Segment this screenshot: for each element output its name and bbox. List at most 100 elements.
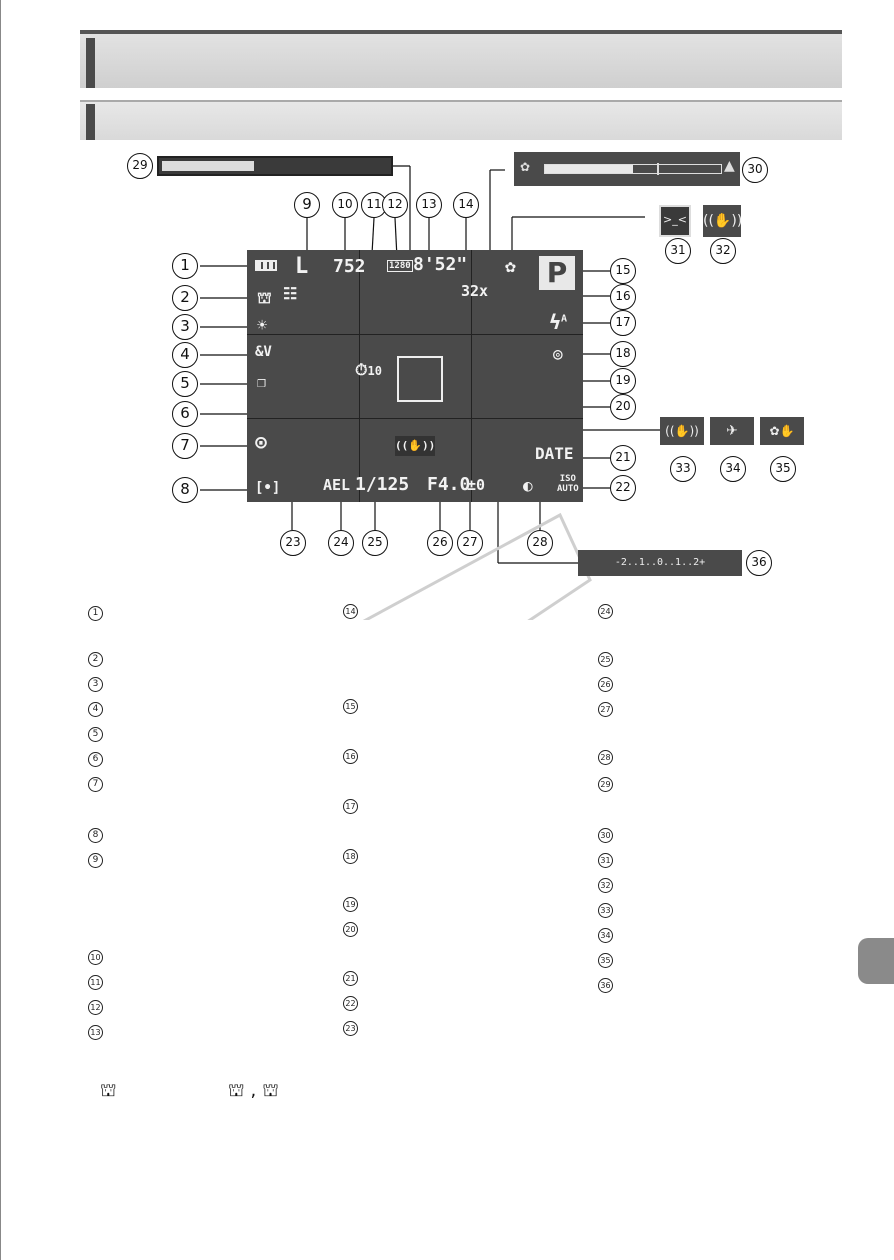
callout-30: 30 <box>742 157 768 183</box>
my-colors-icon: &V <box>255 344 272 360</box>
callout-35: 35 <box>770 456 796 482</box>
legend-label: 30 <box>598 828 613 843</box>
legend-label: 29 <box>598 777 613 792</box>
callout-16: 16 <box>610 284 636 310</box>
legend-label: 4 <box>88 702 103 717</box>
callout-21: 21 <box>610 445 636 471</box>
focus-range-bar: ✿ ▲ <box>514 152 740 186</box>
camera-shake-icon: ⊙ <box>255 430 268 454</box>
callout-13: 13 <box>416 192 442 218</box>
face-detect-blink-icon: >_< <box>659 205 691 237</box>
callout-34: 34 <box>720 456 746 482</box>
callout-18: 18 <box>610 341 636 367</box>
chapter-header-bar <box>80 30 842 88</box>
drive-mode-icon: ❐ <box>257 373 267 391</box>
callout-26: 26 <box>427 530 453 556</box>
callout-2: 2 <box>172 285 198 311</box>
digital-zoom-label: 32x <box>461 282 489 300</box>
i-contrast-icon: ◐ <box>523 476 533 495</box>
section-tab-marker <box>86 104 95 140</box>
callout-31: 31 <box>665 238 691 264</box>
legend-label: 25 <box>598 652 613 667</box>
is-mode-macro-icon: ✿✋ <box>760 417 804 445</box>
legend-label: 9 <box>88 853 103 868</box>
legend-label: 33 <box>598 903 613 918</box>
shots-remaining: 752 <box>333 256 366 277</box>
callout-9: 9 <box>294 192 320 218</box>
legend-label: 35 <box>598 953 613 968</box>
white-balance-sun-icon: ☀ <box>257 316 268 336</box>
legend-label: 15 <box>343 699 358 714</box>
callout-17: 17 <box>610 310 636 336</box>
macro-flower-icon: ✿ <box>505 256 516 277</box>
exposure-level-scale: -2..1..0..1..2+ <box>578 550 742 576</box>
legend-label: 3 <box>88 677 103 692</box>
legend-label: 17 <box>343 799 358 814</box>
legend-label: 6 <box>88 752 103 767</box>
legend-label: 18 <box>343 849 358 864</box>
movie-time-remaining: 8'52" <box>413 254 468 275</box>
legend-label: 13 <box>88 1025 103 1040</box>
legend-label: 5 <box>88 727 103 742</box>
callout-19: 19 <box>610 368 636 394</box>
callout-25: 25 <box>362 530 388 556</box>
legend-label: 31 <box>598 853 613 868</box>
camera-orientation-note-icon: ⛫ <box>100 1080 117 1101</box>
iso-auto-label: AUTO <box>557 484 579 494</box>
flash-auto-icon: ϟA <box>549 310 568 334</box>
legend-label: 2 <box>88 652 103 667</box>
legend-label: 27 <box>598 702 613 717</box>
hand-shake-icon: ((✋)) <box>395 436 435 456</box>
callout-11: 11 <box>361 192 387 218</box>
header-tab-marker <box>86 38 95 88</box>
legend-label: 36 <box>598 978 613 993</box>
battery-icon <box>255 260 277 271</box>
is-mode-normal-icon: ((✋)) <box>660 417 704 445</box>
callout-33: 33 <box>670 456 696 482</box>
legend-label: 14 <box>343 604 358 619</box>
callout-36: 36 <box>746 550 772 576</box>
focus-range-track <box>544 163 722 175</box>
shooting-screen: ⛫ ☀ &V ❐ ⊙ [•] L 752 1280 8'52" 32x ✿ P … <box>247 250 583 502</box>
legend-label: 7 <box>88 777 103 792</box>
callout-12: 12 <box>382 192 408 218</box>
self-timer-icon: ⏱10 <box>355 360 382 379</box>
shutter-speed: 1/125 <box>355 474 410 495</box>
legend-label: 32 <box>598 878 613 893</box>
date-stamp-label: DATE <box>535 444 574 463</box>
legend-label: 8 <box>88 828 103 843</box>
callout-5: 5 <box>172 371 198 397</box>
af-frame <box>397 356 443 402</box>
is-mode-panning-icon: ✈ <box>710 417 754 445</box>
callout-8: 8 <box>172 477 198 503</box>
legend-label: 28 <box>598 750 613 765</box>
legend-label: 20 <box>343 922 358 937</box>
callout-23: 23 <box>280 530 306 556</box>
legend-label: 26 <box>598 677 613 692</box>
callout-3: 3 <box>172 314 198 340</box>
callout-4: 4 <box>172 342 198 368</box>
legend-label: 23 <box>343 1021 358 1036</box>
callout-32: 32 <box>710 238 736 264</box>
legend-label: 21 <box>343 971 358 986</box>
legend-label: 22 <box>343 996 358 1011</box>
legend-label: 11 <box>88 975 103 990</box>
callout-28: 28 <box>527 530 553 556</box>
ae-lock-label: AEL <box>323 476 351 494</box>
zoom-bar <box>157 156 393 176</box>
callout-24: 24 <box>328 530 354 556</box>
callout-1: 1 <box>172 253 198 279</box>
section-header-bar <box>80 100 842 140</box>
legend-label: 24 <box>598 604 613 619</box>
page-edge-rule <box>0 0 1 1260</box>
aperture-value: F4.0 <box>427 474 471 495</box>
legend-label: 12 <box>88 1000 103 1015</box>
red-eye-icon: ◎ <box>553 344 563 363</box>
camera-orientation-icon: ⛫ <box>257 288 272 307</box>
metering-mode-icon: [•] <box>255 480 281 496</box>
chapter-side-tab <box>858 938 894 984</box>
wifi-eye-fi-icon: ☷ <box>283 284 298 303</box>
iso-label: ISO <box>559 474 576 484</box>
legend-label: 19 <box>343 897 358 912</box>
macro-flower-small-icon: ✿ <box>520 160 531 174</box>
